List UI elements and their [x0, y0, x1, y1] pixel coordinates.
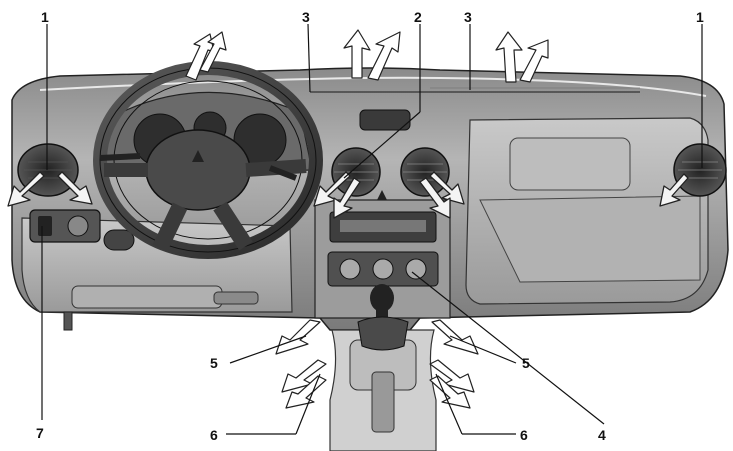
callout-6-left: 6	[210, 427, 218, 443]
callout-7: 7	[36, 425, 44, 441]
callout-3-left: 3	[302, 9, 310, 25]
callout-labels: 1 1 3 2 3 5 5 7 6 6 4	[36, 9, 704, 443]
callout-1-right: 1	[696, 9, 704, 25]
vent-center-right	[400, 147, 450, 197]
light-switch-panel	[29, 209, 135, 251]
callout-2: 2	[414, 9, 422, 25]
callout-5-left: 5	[210, 355, 218, 371]
steering-wheel-icon	[93, 61, 323, 259]
callout-1-left: 1	[41, 9, 49, 25]
callout-4: 4	[598, 427, 606, 443]
callout-3-right: 3	[464, 9, 472, 25]
callout-5-right: 5	[522, 355, 530, 371]
callout-leaders	[41, 23, 703, 435]
vent-right	[673, 143, 727, 197]
vent-center-left	[331, 147, 381, 197]
callout-6-right: 6	[520, 427, 528, 443]
gear-lever	[329, 284, 437, 451]
